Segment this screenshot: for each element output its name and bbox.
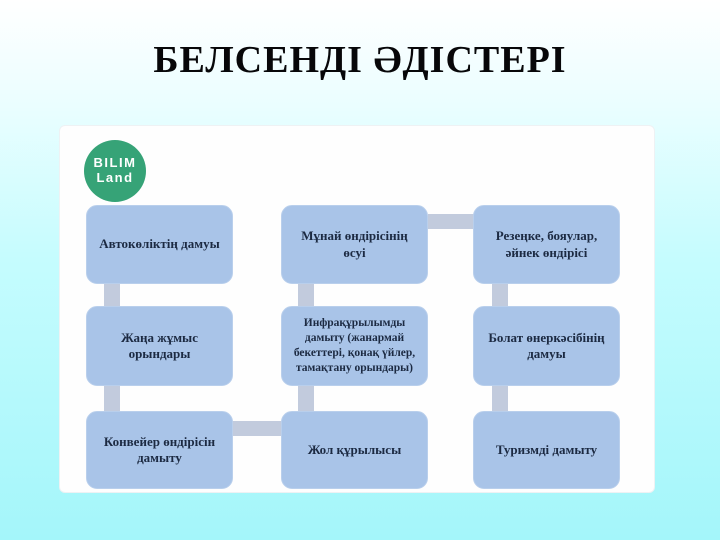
bilim-land-logo: BILIM Land bbox=[84, 140, 146, 202]
diagram-box-infrastructure: Инфрақұрылымды дамыту (жанармай бекеттер… bbox=[281, 306, 428, 386]
diagram-box-road-construction: Жол құрылысы bbox=[281, 411, 428, 489]
logo-line-1: BILIM bbox=[93, 155, 137, 171]
diagram-box-label: Мұнай өндірісінің өсуі bbox=[301, 228, 408, 260]
diagram-box-label: Автокөліктің дамуы bbox=[99, 236, 220, 252]
slide-title: БЕЛСЕНДІ ӘДІСТЕРІ bbox=[153, 39, 567, 81]
diagram-box-label: Жол құрылысы bbox=[307, 441, 402, 457]
connector-box2-box3 bbox=[428, 214, 474, 229]
diagram-box-label: Конвейер өндірісін дамыту bbox=[103, 433, 216, 465]
diagram-box-tourism: Туризмді дамыту bbox=[473, 411, 620, 489]
diagram-box-new-jobs: Жаңа жұмыс орындары bbox=[86, 306, 233, 386]
diagram-box-auto-transport: Автокөліктің дамуы bbox=[86, 205, 233, 284]
connector-box7-box8 bbox=[232, 421, 282, 436]
connector-box5-box8 bbox=[298, 385, 314, 412]
logo-line-2: Land bbox=[96, 170, 134, 185]
content-panel: BILIM Land Автокөліктің дамуы Мұнай өнді… bbox=[59, 125, 655, 493]
diagram-box-conveyor-production: Конвейер өндірісін дамыту bbox=[86, 411, 233, 489]
diagram-box-label: Болат өнеркәсібінің дамуы bbox=[488, 329, 605, 361]
diagram-box-steel-industry: Болат өнеркәсібінің дамуы bbox=[473, 306, 620, 386]
diagram-box-label: Жаңа жұмыс орындары bbox=[121, 329, 198, 361]
connector-box4-box7 bbox=[104, 385, 120, 412]
diagram-box-rubber-paint-glass: Резеңке, бояулар, әйнек өндірісі bbox=[473, 205, 620, 284]
diagram-box-label: Резеңке, бояулар, әйнек өндірісі bbox=[495, 228, 598, 260]
connector-box2-box5 bbox=[298, 284, 314, 307]
diagram-box-oil-production: Мұнай өндірісінің өсуі bbox=[281, 205, 428, 284]
diagram-box-label: Инфрақұрылымды дамыту (жанармай бекеттер… bbox=[293, 317, 416, 374]
connector-box1-box4 bbox=[104, 284, 120, 307]
connector-box6-box9 bbox=[492, 385, 508, 412]
diagram-box-label: Туризмді дамыту bbox=[495, 441, 598, 457]
connector-box3-box6 bbox=[492, 284, 508, 307]
